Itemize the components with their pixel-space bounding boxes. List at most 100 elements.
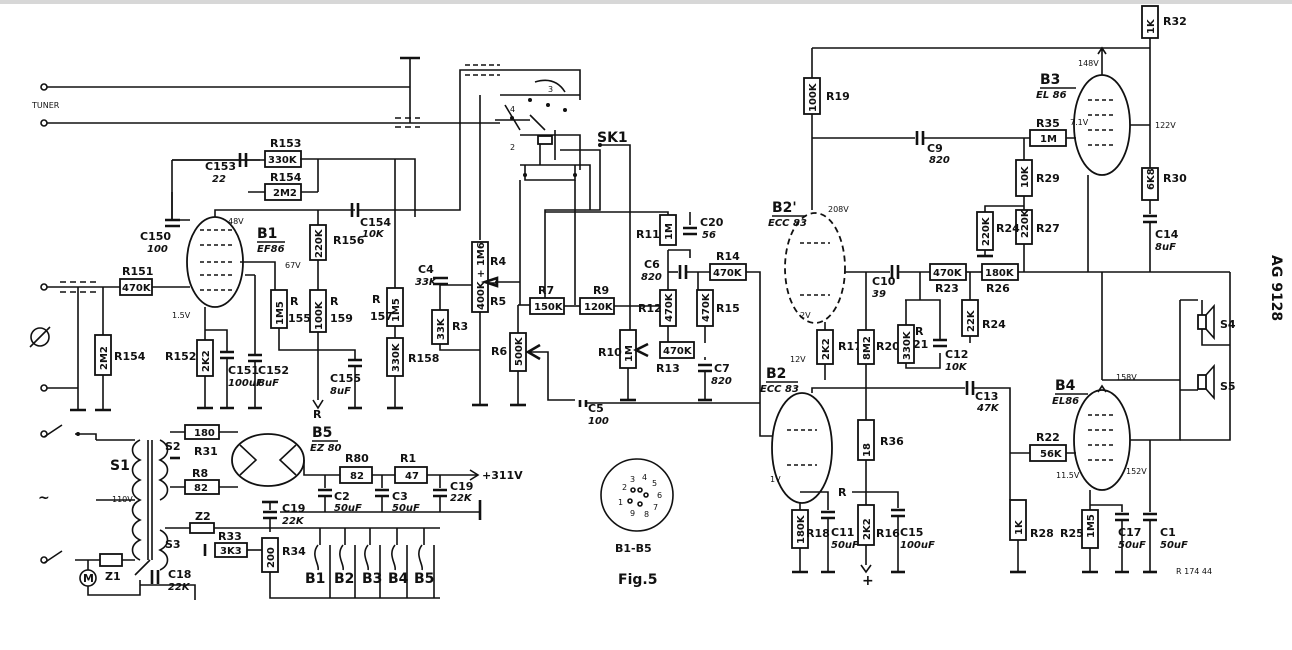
speaker-s5-icon: [1197, 374, 1207, 390]
c5-value: 100: [588, 416, 609, 427]
r34-value: 200: [266, 547, 277, 568]
r26-value: 180K: [985, 268, 1015, 279]
r34-ref: R34: [282, 545, 306, 558]
r5-ref: R5: [490, 295, 506, 308]
r23-ref: R23: [935, 282, 959, 295]
r3-ref: R3: [452, 320, 468, 333]
r12-ref: R12: [638, 302, 662, 315]
r-mark-155: R: [290, 295, 299, 308]
r24-ref: R24: [982, 318, 1006, 331]
r36-ref: R30: [1163, 172, 1187, 185]
c154-ref: C154: [360, 216, 391, 229]
socket-pin-9: 9: [630, 509, 635, 518]
c152-value: 8uF: [258, 378, 279, 389]
side-code: AG 9128: [1268, 255, 1284, 321]
c2-ref: C3: [392, 490, 408, 503]
r4-ref: R4: [490, 255, 506, 268]
tube-b2: [771, 392, 833, 504]
b4-name: B4: [1055, 378, 1076, 394]
r154-ref: R154: [270, 171, 302, 184]
c153-value: 22: [212, 174, 226, 185]
r22-ref: R16: [876, 527, 900, 540]
c19-ref: C19: [282, 502, 305, 515]
b1-name: B1: [257, 226, 277, 242]
z1-label: Z1: [105, 570, 121, 583]
r157-value: 1M5: [391, 298, 402, 322]
r32-ref: R35: [1036, 117, 1060, 130]
c8-value: 50uF: [831, 540, 859, 551]
r30-value: 1K: [1146, 18, 1157, 34]
r21-mark: R: [915, 325, 924, 338]
b2p-anode-voltage: 208V: [828, 205, 849, 214]
r19-value: 100K: [808, 82, 819, 112]
tube-b4: [1073, 389, 1131, 491]
r17-value: 2K2: [821, 338, 832, 360]
tuner-input: TUNER: [31, 56, 500, 128]
c13-ref: C13: [975, 390, 998, 403]
r27-ref: R24: [996, 222, 1020, 235]
heater-chain: B1 B2 B3 B4 B5: [305, 528, 435, 598]
r156-ref: R156: [333, 234, 365, 247]
heater-b5-label: B5: [414, 571, 434, 587]
b2-stage: 100K R19 C9 820 B2' ECC 83 208V 2V C10 3…: [759, 47, 1230, 589]
c10-ref: C12: [945, 348, 968, 361]
c153-ref: C153: [205, 160, 236, 173]
socket-pin-7: 7: [653, 503, 658, 512]
r35-value: 10K: [1020, 165, 1031, 188]
volume-switch-section: 400K + 1M6 R4 R5 C4 33K 33K R3 SK1 2 4 3: [415, 64, 761, 427]
c20-value: 56: [702, 230, 716, 241]
r3-value: 33K: [436, 317, 447, 340]
drawing-code: R 174 44: [1176, 567, 1212, 576]
c18-ref: C18: [168, 568, 191, 581]
socket-pin-8: 8: [644, 510, 649, 519]
b3-grid-voltage: 7.1V: [1070, 118, 1089, 127]
c12-value: 820: [929, 155, 950, 166]
c1-value: 50uF: [334, 503, 362, 514]
r157-ref-number: 157: [370, 310, 393, 323]
c1-ref: C2: [334, 490, 350, 503]
c8-ref: C11: [831, 526, 854, 539]
resistor-r11: [659, 214, 677, 246]
c9-value: 39: [872, 289, 886, 300]
r17-ref: R17: [838, 340, 862, 353]
b3-anode-voltage: 148V: [1078, 59, 1099, 68]
b4-type: EL86: [1052, 396, 1079, 407]
b3-screen-voltage: 122V: [1155, 121, 1176, 130]
heater-b1-label: B1: [305, 571, 325, 587]
socket-label: B1-B5: [615, 542, 652, 555]
input-jack-icon: [30, 327, 50, 347]
r13-value: 470K: [663, 346, 693, 357]
c11-value: 100uF: [900, 540, 935, 551]
socket-pin-5: 5: [652, 479, 657, 488]
speaker-s4-icon: [1197, 314, 1207, 330]
r158-value: 330K: [391, 342, 402, 372]
r28-value: 56K: [1040, 449, 1063, 460]
b4-screen-voltage: 152V: [1126, 467, 1147, 476]
c14-value: 8uF: [1155, 242, 1176, 253]
r22-value: 2K2: [862, 518, 873, 540]
c17-ref: C1: [1160, 526, 1176, 539]
resistor-r13: [659, 341, 695, 359]
c10-value: 10K: [945, 362, 968, 373]
r151-value: 470K: [122, 283, 152, 294]
r-mark-1: R: [313, 408, 322, 421]
c11-ref: C15: [900, 526, 923, 539]
b2-anode-voltage: 12V: [790, 355, 806, 364]
heater-b2-label: B2: [334, 571, 354, 587]
socket-pin-4: 4: [642, 473, 647, 482]
c151-value: 100uF: [228, 378, 263, 389]
c17-value: 50uF: [1160, 540, 1188, 551]
r15-value: 470K: [701, 292, 712, 322]
fuse-z2: [189, 522, 215, 534]
r31-ref: R25: [1060, 527, 1084, 540]
r156-value: 220K: [314, 228, 325, 258]
c150-ref: C150: [140, 230, 171, 243]
heater-b3-label: B3: [362, 571, 382, 587]
s2-label: S2: [165, 440, 181, 453]
switch-label: SK1: [597, 130, 628, 146]
c3-ref: C19: [450, 480, 473, 493]
s4-label: S4: [1220, 318, 1236, 331]
r151-ref: R151: [122, 265, 153, 278]
c15-value: 50uF: [1118, 540, 1146, 551]
tube-b2-prime: [784, 212, 846, 324]
